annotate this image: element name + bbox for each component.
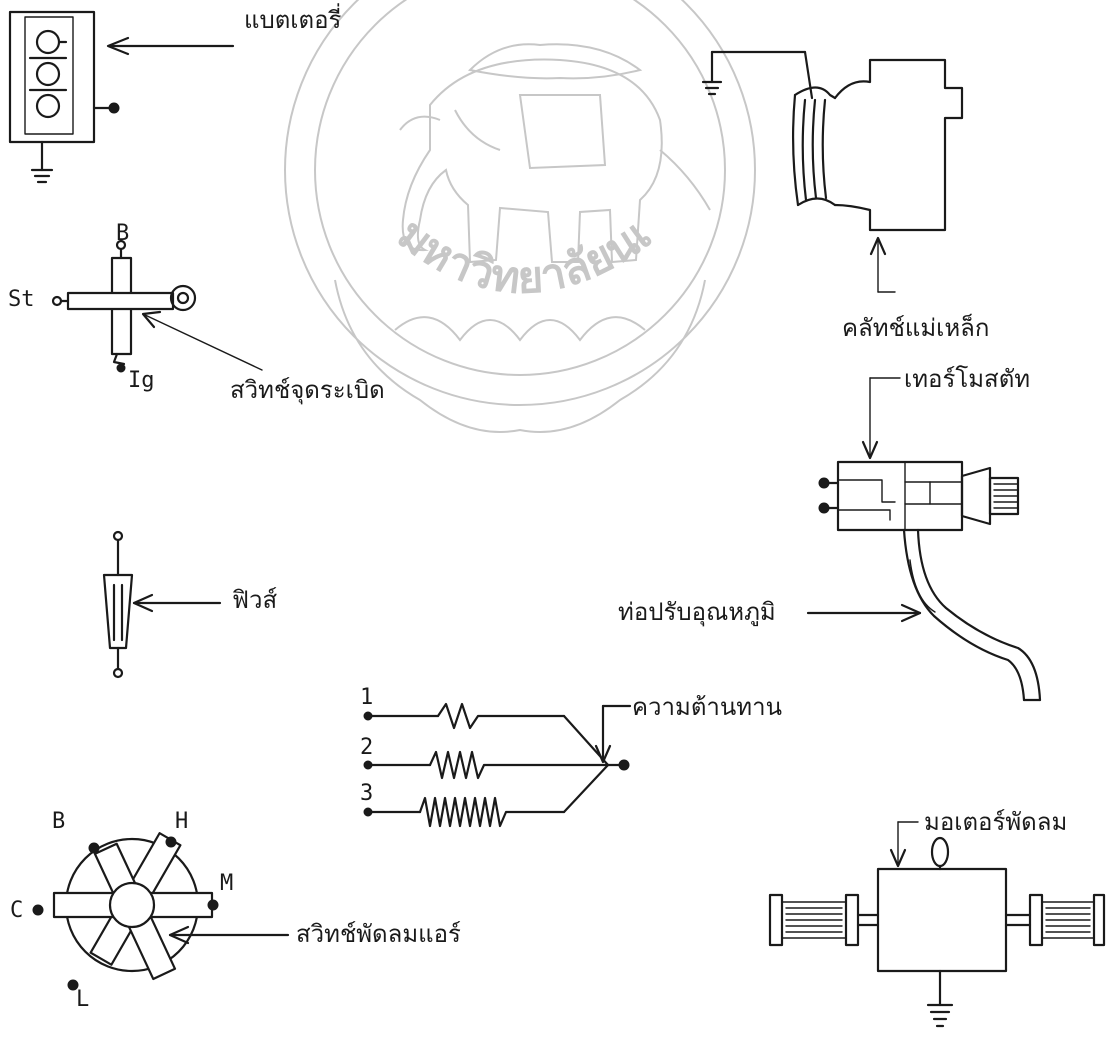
ignition-switch-pointer bbox=[141, 310, 263, 371]
fuse-symbol bbox=[102, 530, 134, 679]
battery-pointer bbox=[106, 36, 235, 56]
fan-switch-symbol bbox=[32, 832, 219, 991]
fan-motor-label: มอเตอร์พัดลม bbox=[924, 808, 1067, 836]
university-seal-watermark bbox=[284, 0, 756, 433]
ignition-switch-symbol bbox=[51, 239, 197, 373]
resistor-terminal-1: 1 bbox=[360, 685, 373, 710]
thermostat-symbol bbox=[818, 377, 1042, 702]
thermostat-label: เทอร์โมสตัท bbox=[904, 365, 1030, 393]
resistor-terminal-2: 2 bbox=[360, 735, 373, 760]
magnetic-clutch-pointer bbox=[869, 236, 896, 293]
fan-switch-pointer bbox=[168, 925, 290, 945]
fan-switch-terminal-m: M bbox=[220, 871, 233, 896]
fuse-pointer bbox=[132, 593, 222, 613]
temp-tube-pointer bbox=[806, 603, 922, 623]
magnetic-clutch-label: คลัทช์แม่เหล็ก bbox=[842, 313, 989, 342]
ignition-terminal-ig: Ig bbox=[128, 368, 155, 393]
ignition-terminal-b: B bbox=[116, 221, 129, 246]
fuse-label: ฟิวส์ bbox=[232, 586, 277, 614]
fan-motor-symbol bbox=[768, 821, 1106, 1028]
fan-switch-terminal-l: L bbox=[76, 987, 89, 1012]
magnetic-clutch-symbol bbox=[701, 50, 964, 232]
battery-symbol bbox=[8, 10, 120, 184]
fan-switch-terminal-b: B bbox=[52, 809, 65, 834]
resistor-terminal-3: 3 bbox=[360, 781, 373, 806]
fan-switch-label: สวิทช์พัดลมแอร์ bbox=[296, 920, 461, 948]
battery-label: แบตเตอรี่ bbox=[244, 3, 341, 34]
ignition-switch-label: สวิทช์จุดระเบิด bbox=[230, 376, 385, 405]
fan-switch-terminal-c: C bbox=[10, 898, 23, 923]
resistor-label: ความต้านทาน bbox=[632, 693, 782, 721]
resistor-symbol bbox=[363, 702, 632, 828]
fan-switch-terminal-h: H bbox=[175, 809, 188, 834]
temp-tube-label: ท่อปรับอุณหภูมิ bbox=[618, 598, 776, 627]
watermark-text: มหาวิทยาลัยนเรศวร bbox=[0, 0, 661, 304]
ignition-terminal-st: St bbox=[8, 287, 35, 312]
